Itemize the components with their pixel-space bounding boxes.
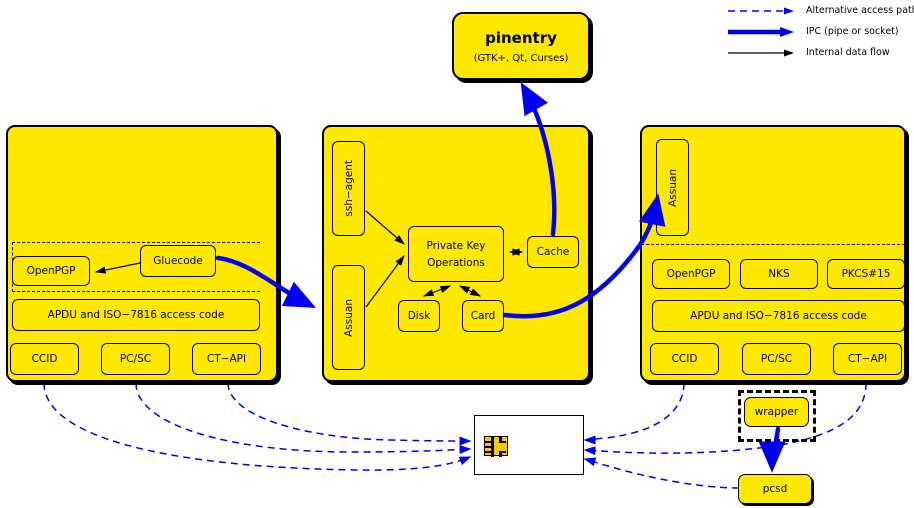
agent-private-key-ops-line1: Private Key <box>426 239 486 252</box>
scdaemon-apdu-node[interactable]: APDU and ISO−7816 access code <box>652 300 905 332</box>
legend-swatch-internal <box>726 45 798 59</box>
wrapper-label: wrapper <box>754 406 799 418</box>
gpg-openpgp-label: OpenPGP <box>26 265 76 277</box>
path-pcsd-to-card <box>583 457 740 489</box>
agent-disk-node[interactable]: Disk <box>398 300 440 332</box>
agent-ssh-agent-label: ssh−agent <box>342 160 355 217</box>
gpg-driver-pcsc[interactable]: PC/SC <box>101 343 170 375</box>
path-scd-ccid-to-card <box>583 382 685 445</box>
legend-swatch-ipc <box>726 24 798 38</box>
gpg-driver-ccid-label: CCID <box>31 353 58 365</box>
scdaemon-app-nks[interactable]: NKS <box>740 259 818 289</box>
gpg-apdu-label: APDU and ISO−7816 access code <box>47 309 225 321</box>
legend: Alternative access paths IPC (pipe or so… <box>726 2 914 58</box>
legend-label-ipc: IPC (pipe or socket) <box>806 25 899 37</box>
agent-private-key-ops-line2: Operations <box>427 256 485 269</box>
legend-row-internal: Internal data flow <box>726 44 890 60</box>
gpg-gluecode-label: Gluecode <box>153 255 203 267</box>
pinentry-box[interactable]: pinentry (GTK+, Qt, Curses) <box>452 12 590 80</box>
gpg-apdu-node[interactable]: APDU and ISO−7816 access code <box>12 299 260 331</box>
pinentry-title: pinentry <box>485 28 557 47</box>
scdaemon-divider <box>641 244 905 245</box>
scdaemon-app-pkcs15-label: PKCS#15 <box>841 268 891 280</box>
scdaemon-driver-pcsc[interactable]: PC/SC <box>742 343 811 375</box>
scdaemon-driver-ctapi[interactable]: CT−API <box>833 343 902 375</box>
path-gpg-pcsc-to-card <box>135 382 472 455</box>
pcsd-node[interactable]: pcsd <box>738 474 812 504</box>
agent-private-key-ops-node[interactable]: Private Key Operations <box>408 226 504 282</box>
agent-disk-label: Disk <box>407 310 431 322</box>
agent-assuan-node[interactable]: Assuan <box>332 265 365 370</box>
gpg-driver-pcsc-label: PC/SC <box>119 353 152 365</box>
gpg-driver-ctapi-label: CT−API <box>206 353 247 365</box>
legend-label-internal: Internal data flow <box>806 46 890 58</box>
gpg-gluecode-node[interactable]: Gluecode <box>140 245 216 277</box>
scdaemon-assuan-label: Assuan <box>666 168 679 207</box>
agent-assuan-label: Assuan <box>342 298 355 337</box>
pcsd-label: pcsd <box>762 483 788 495</box>
smartcard-chip-icon <box>484 436 508 457</box>
path-scd-ctapi-to-card <box>583 382 867 456</box>
scdaemon-driver-ccid-label: CCID <box>671 353 698 365</box>
pinentry-subtitle: (GTK+, Qt, Curses) <box>473 52 569 64</box>
scdaemon-assuan-node[interactable]: Assuan <box>656 139 689 236</box>
legend-label-alt-paths: Alternative access paths <box>806 4 914 16</box>
legend-row-ipc: IPC (pipe or socket) <box>726 23 899 39</box>
gpg-openpgp-node[interactable]: OpenPGP <box>12 256 90 286</box>
scdaemon-app-pkcs15[interactable]: PKCS#15 <box>827 259 905 289</box>
gpg-driver-ccid[interactable]: CCID <box>10 343 79 375</box>
agent-cache-label: Cache <box>536 246 570 258</box>
agent-card-node[interactable]: Card <box>462 300 504 332</box>
agent-ssh-agent-node[interactable]: ssh−agent <box>332 141 365 236</box>
scdaemon-driver-pcsc-label: PC/SC <box>760 353 793 365</box>
scdaemon-driver-ctapi-label: CT−API <box>847 353 888 365</box>
wrapper-node[interactable]: wrapper <box>744 397 809 427</box>
scdaemon-app-openpgp[interactable]: OpenPGP <box>652 259 730 289</box>
legend-row-alt-paths: Alternative access paths <box>726 2 914 18</box>
scdaemon-app-openpgp-label: OpenPGP <box>666 268 716 280</box>
path-gpg-ccid-to-card <box>43 382 472 471</box>
path-gpg-ctapi-to-card <box>227 382 472 446</box>
gpg-driver-ctapi[interactable]: CT−API <box>192 343 261 375</box>
scdaemon-apdu-label: APDU and ISO−7816 access code <box>690 310 867 322</box>
agent-card-label: Card <box>470 310 496 322</box>
scdaemon-app-nks-label: NKS <box>768 268 790 280</box>
agent-cache-node[interactable]: Cache <box>527 236 579 268</box>
scdaemon-driver-ccid[interactable]: CCID <box>650 343 719 375</box>
legend-swatch-dashed <box>726 3 798 17</box>
